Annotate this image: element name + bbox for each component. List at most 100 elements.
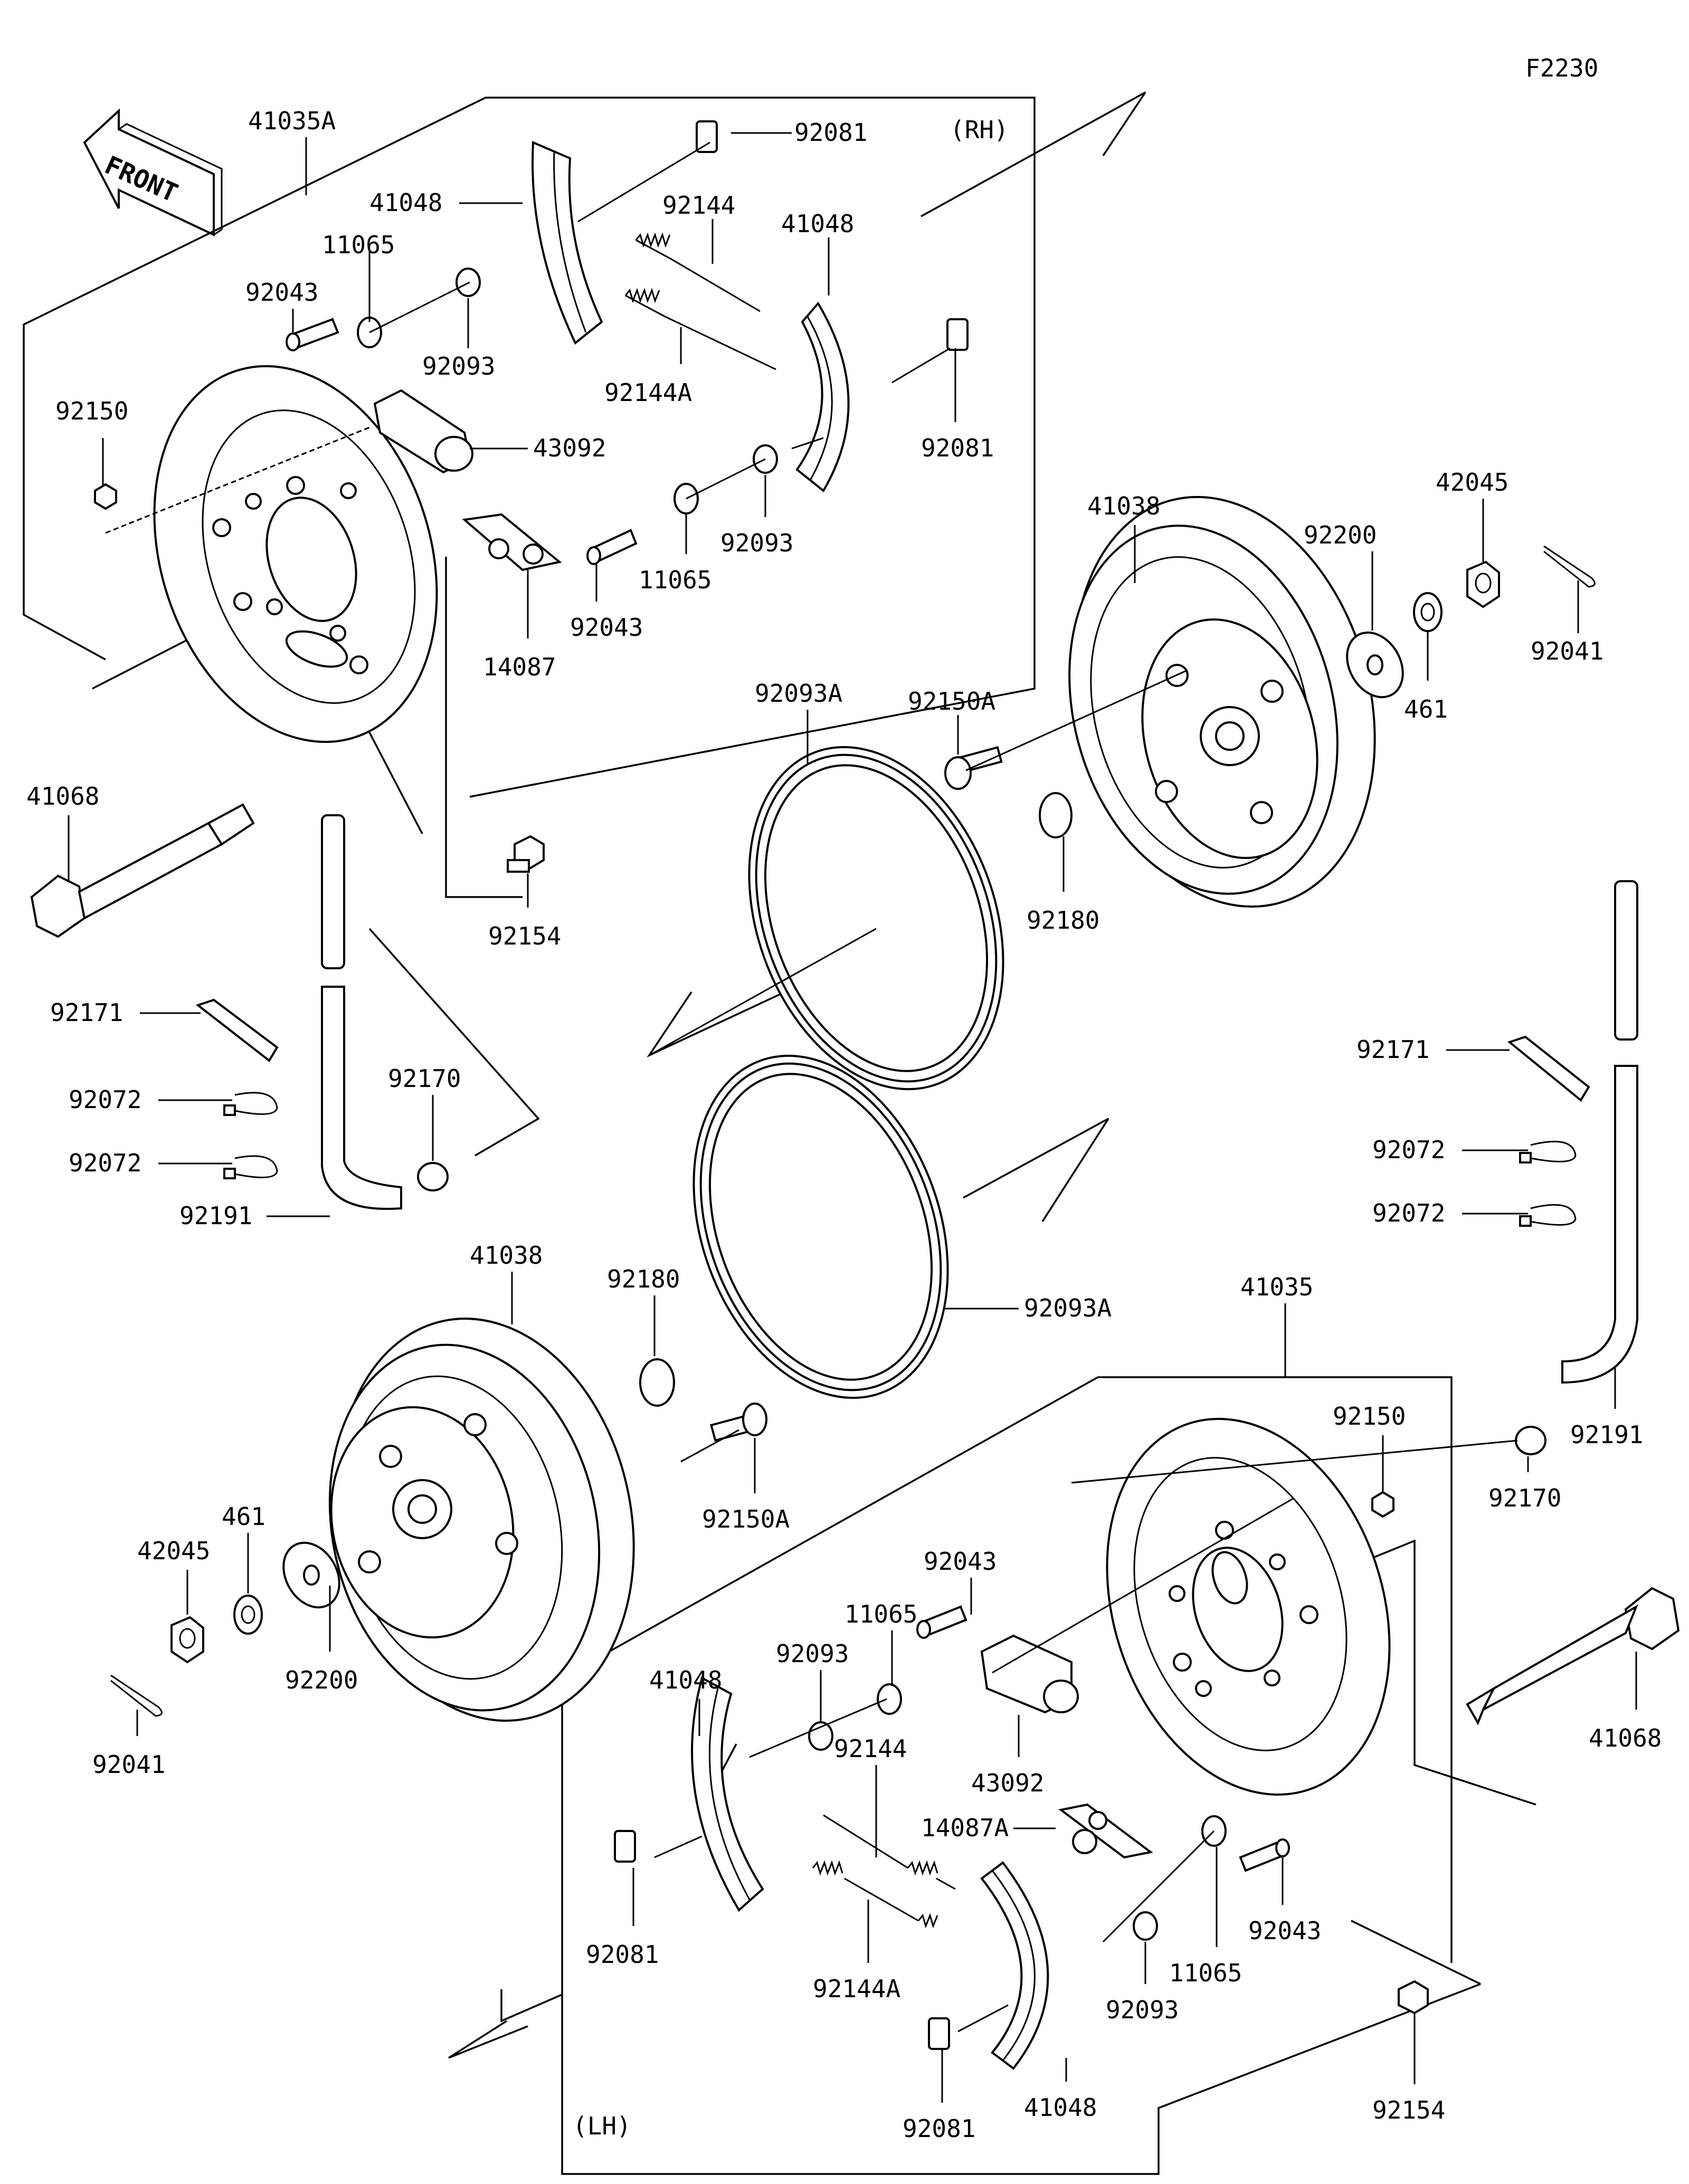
rh-clamp-92170 <box>417 1162 449 1191</box>
label-92200-lh: 92200 <box>285 1666 358 1694</box>
lh-pin-92043-lower <box>1239 1838 1290 1872</box>
label-11065-rh-upper: 11065 <box>322 231 395 259</box>
label-41048-rh-top: 41048 <box>369 188 442 217</box>
lh-seal-92093A <box>692 1054 949 1399</box>
lh-clamp-92170 <box>1515 1426 1546 1455</box>
rh-backing-plate <box>153 365 438 743</box>
label-92093-lh-lower: 92093 <box>1106 1996 1179 2024</box>
assembly-lines <box>105 141 1518 2033</box>
label-92191-lh: 92191 <box>1570 1420 1643 1449</box>
label-11065-lh-lower: 11065 <box>1169 1959 1242 1987</box>
lh-lock-washer-461 <box>233 1595 263 1635</box>
rh-bolt-92154 <box>507 835 545 873</box>
rh-pin-92043-lower <box>586 529 638 565</box>
label-92041-lh: 92041 <box>92 1750 165 1779</box>
label-92171-lh: 92171 <box>1356 1035 1429 1064</box>
rh-hose-92191 <box>321 814 402 1210</box>
label-14087: 14087 <box>483 653 556 681</box>
front-arrow-icon: FRONT <box>83 108 223 237</box>
label-92043-lh-upper: 92043 <box>924 1547 997 1576</box>
lh-bolt-92154 <box>1398 1980 1429 2015</box>
label-92093-lh-upper: 92093 <box>776 1639 849 1668</box>
rh-washer-92200 <box>1346 631 1404 699</box>
label-41035: 41035 <box>1240 1273 1313 1301</box>
rh-hub-bolt-92150A <box>944 746 1003 790</box>
lh-pin-92043-upper <box>916 1605 967 1639</box>
rh-clip-92081-top <box>696 120 718 153</box>
label-461-rh: 461 <box>1404 695 1448 723</box>
label-92081-rh-lower: 92081 <box>921 434 994 462</box>
lh-spring-92144 <box>823 1814 956 1890</box>
label-92093A-rh: 92093A <box>755 679 842 708</box>
label-92081-lh-upper: 92081 <box>586 1940 659 1969</box>
label-92154-rh: 92154 <box>488 922 561 950</box>
label-92072-lh-upper: 92072 <box>1372 1136 1445 1164</box>
label-41048-rh-lower: 41048 <box>781 209 854 238</box>
label-92150A-rh: 92150A <box>908 687 995 716</box>
lh-brake-shoe-upper <box>691 1676 764 1912</box>
label-41048-lh-upper: 41048 <box>649 1666 722 1694</box>
rh-seal-92093A <box>748 746 1004 1091</box>
lh-brake-shoe-lower <box>980 1861 1049 2070</box>
label-92144-lh: 92144 <box>834 1734 907 1763</box>
label-41068-lh: 41068 <box>1589 1724 1662 1752</box>
label-92200-rh: 92200 <box>1304 521 1377 549</box>
label-43092-lh: 43092 <box>971 1769 1044 1797</box>
label-42045-rh: 42045 <box>1436 468 1508 497</box>
lh-hub-bolt-92150A <box>710 1403 767 1442</box>
label-11065-lh-upper: 11065 <box>844 1600 917 1628</box>
label-41038-rh: 41038 <box>1087 492 1160 520</box>
label-41035A: 41035A <box>248 107 336 135</box>
lh-clip-92081-lower <box>928 2017 950 2050</box>
lh-cotter-pin-92041 <box>110 1674 163 1717</box>
label-92093A-lh: 92093A <box>1024 1294 1112 1322</box>
lh-washer-92200 <box>282 1541 340 1609</box>
label-92081-rh-top: 92081 <box>794 118 867 147</box>
lh-spring-92144A <box>812 1860 938 1929</box>
label-41038-lh: 41038 <box>470 1241 543 1270</box>
label-14087A: 14087A <box>921 1814 1009 1842</box>
label-92150-rh: 92150 <box>55 397 128 425</box>
rh-clip-92081-lower <box>946 318 969 351</box>
label-41048-lh-lower: 41048 <box>1024 2093 1097 2122</box>
label-92072-rh-lower: 92072 <box>69 1149 141 1177</box>
rh-lock-washer-461 <box>1413 592 1443 632</box>
rh-spring-92144A <box>624 288 776 370</box>
label-92093-rh-upper: 92093 <box>422 352 495 380</box>
lh-o-ring-92180 <box>639 1358 675 1407</box>
lh-brake-drum <box>328 1318 635 1722</box>
lh-washer-92093-lower <box>1133 1911 1158 1941</box>
label-92043-lh-lower: 92043 <box>1248 1916 1321 1945</box>
lh-label-92171 <box>1507 1035 1590 1102</box>
lh-bolt-92150 <box>1371 1491 1394 1518</box>
label-41068-rh: 41068 <box>26 782 99 810</box>
rh-brake-shoe-upper <box>532 141 603 345</box>
label-92081-lh-lower: 92081 <box>903 2114 975 2143</box>
rh-bracket-14087 <box>462 513 562 571</box>
label-92171-rh: 92171 <box>50 998 123 1027</box>
label-92093-rh-lower: 92093 <box>720 529 793 557</box>
rh-pin-92043-upper <box>286 318 339 351</box>
lh-wheel-cylinder-43092 <box>980 1634 1079 1714</box>
rh-side-label: (RH) <box>950 116 1009 144</box>
label-92180-lh: 92180 <box>607 1265 680 1293</box>
lh-hose-92191 <box>1561 880 1638 1384</box>
label-92072-lh-lower: 92072 <box>1372 1199 1445 1227</box>
label-92191-rh: 92191 <box>179 1201 252 1230</box>
rh-axle-41068 <box>30 803 255 938</box>
label-42045-lh: 42045 <box>137 1537 210 1565</box>
label-11065-rh-lower: 11065 <box>639 566 711 594</box>
lh-brake-frame <box>500 1376 1536 2175</box>
label-92043-rh-upper: 92043 <box>245 278 318 307</box>
label-461-lh: 461 <box>222 1502 265 1531</box>
rh-castle-nut-42045 <box>1466 560 1500 608</box>
lh-side-label: (LH) <box>573 2112 631 2140</box>
lh-washer-11065-upper <box>877 1683 902 1715</box>
lh-clamp-92072-lower <box>1519 1204 1577 1227</box>
figure-code: F2230 <box>1525 54 1598 82</box>
lh-castle-nut-42045 <box>170 1616 204 1664</box>
rh-clamp-92072-lower <box>223 1155 278 1179</box>
label-92144A-lh: 92144A <box>813 1975 900 2003</box>
